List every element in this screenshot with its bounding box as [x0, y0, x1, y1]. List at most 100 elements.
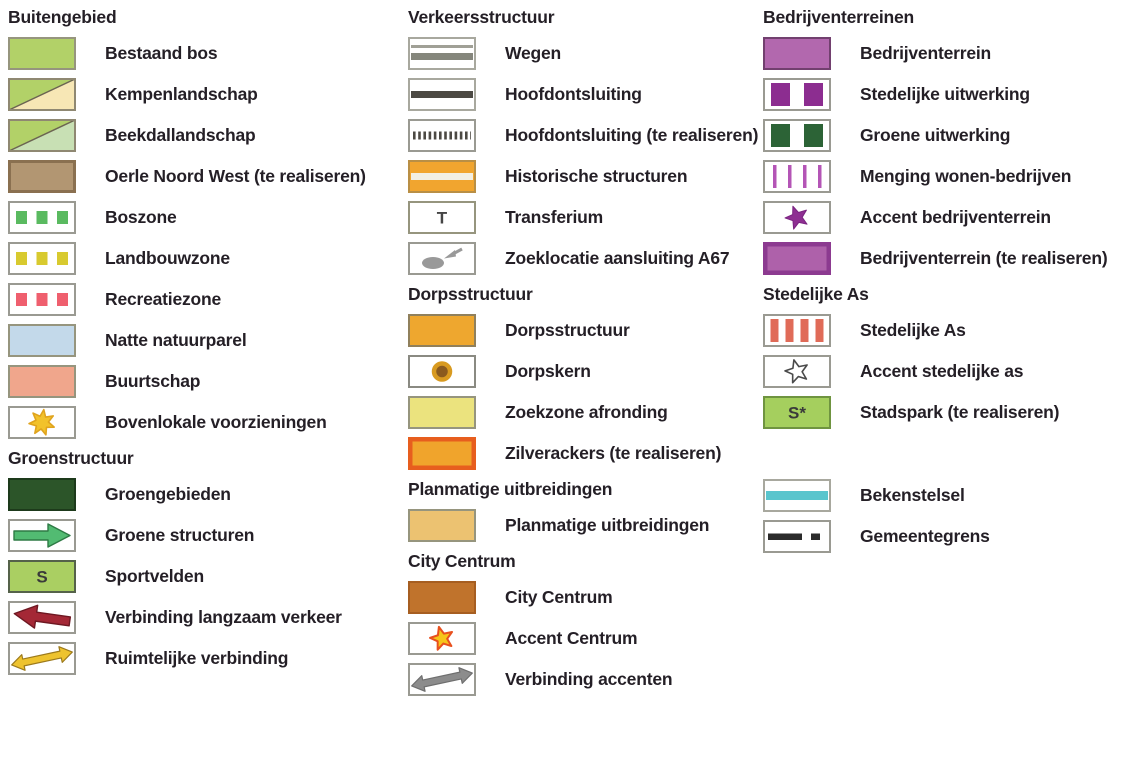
legend-item: Verbinding accenten: [408, 663, 760, 696]
legend-item-label: Buurtschap: [105, 371, 201, 391]
legend-item: Wegen: [408, 37, 760, 70]
legend-item: Historische structuren: [408, 160, 760, 193]
bedrijventerrein-te-realiseren-swatch: [763, 242, 831, 275]
legend-item-label: Zoekzone afronding: [505, 402, 668, 422]
zoeklocatie-a67-swatch: [408, 242, 476, 275]
legend-item: Accent Centrum: [408, 622, 760, 655]
legend-item: Beekdallandschap: [8, 119, 400, 152]
legend-item-label: Zilverackers (te realiseren): [505, 443, 722, 463]
transferium-swatch: T: [408, 201, 476, 234]
legend-item: Bedrijventerrein: [763, 37, 1128, 70]
gemeentegrens-swatch: [763, 520, 831, 553]
section-header: Groenstructuur: [8, 448, 134, 468]
legend-item: Bekenstelsel: [763, 479, 1128, 512]
natte-natuurparel-swatch: [8, 324, 76, 357]
legend-item: Bovenlokale voorzieningen: [8, 406, 400, 439]
legend-item: T Transferium: [408, 201, 760, 234]
dorpskern-swatch: [408, 355, 476, 388]
section-header: Buitengebied: [8, 7, 117, 27]
beekdallandschap-swatch: [8, 119, 76, 152]
legend-item-label: Hoofdontsluiting (te realiseren): [505, 125, 759, 145]
accent-stedelijke-as-star-swatch: [763, 355, 831, 388]
legend-item-label: Hoofdontsluiting: [505, 84, 642, 104]
legend-item: Hoofdontsluiting (te realiseren): [408, 119, 760, 152]
legend-item: Zoekzone afronding: [408, 396, 760, 429]
section-header: Planmatige uitbreidingen: [408, 479, 613, 499]
legend-item-label: Kempenlandschap: [105, 84, 258, 104]
legend-item: Hoofdontsluiting: [408, 78, 760, 111]
planmatige-uitbreidingen-swatch: [408, 509, 476, 542]
legend-item-label: Verbinding accenten: [505, 669, 673, 689]
legend-item-label: Zoeklocatie aansluiting A67: [505, 248, 730, 268]
legend-item-label: Bedrijventerrein: [860, 43, 992, 63]
bedrijventerrein-swatch: [763, 37, 831, 70]
legend-item: Natte natuurparel: [8, 324, 400, 357]
legend-item-label: Accent bedrijventerrein: [860, 207, 1051, 227]
legend-item-label: Recreatiezone: [105, 289, 222, 309]
section-header: Verkeersstructuur: [408, 7, 555, 27]
bovenlokale-voorzieningen-star-swatch: [8, 406, 76, 439]
buurtschap-swatch: [8, 365, 76, 398]
legend-item: Kempenlandschap: [8, 78, 400, 111]
zilverackers-swatch: [408, 437, 476, 470]
groene-structuren-arrow-swatch: [8, 519, 76, 552]
legend-item: Menging wonen-bedrijven: [763, 160, 1128, 193]
svg-text:T: T: [437, 209, 448, 228]
legend-item: Verbinding langzaam verkeer: [8, 601, 400, 634]
legend-item-label: Gemeentegrens: [860, 526, 990, 546]
legend-item-label: Transferium: [505, 207, 603, 227]
legend-item-label: Groene uitwerking: [860, 125, 1011, 145]
svg-text:S: S: [36, 568, 47, 587]
legend-item-label: Wegen: [505, 43, 562, 63]
legend-item: Gemeentegrens: [763, 520, 1128, 553]
section-header: Stedelijke As: [763, 284, 869, 304]
legend-item: Oerle Noord West (te realiseren): [8, 160, 400, 193]
legend-item-label: Accent stedelijke as: [860, 361, 1024, 381]
menging-wonen-bedrijven-swatch: [763, 160, 831, 193]
legend-item: S*Stadspark (te realiseren): [763, 396, 1128, 429]
boszone-swatch: [8, 201, 76, 234]
groengebieden-swatch: [8, 478, 76, 511]
legend-item: Zoeklocatie aansluiting A67: [408, 242, 760, 275]
legend-item-label: Planmatige uitbreidingen: [505, 515, 710, 535]
legend-item: Groengebieden: [8, 478, 400, 511]
verbinding-accenten-arrow-swatch: [408, 663, 476, 696]
legend-item: Dorpskern: [408, 355, 760, 388]
legend-item-label: Sportvelden: [105, 566, 204, 586]
groene-uitwerking-swatch: [763, 119, 831, 152]
bekenstelsel-swatch: [763, 479, 831, 512]
city-centrum-swatch: [408, 581, 476, 614]
legend-item: S Sportvelden: [8, 560, 400, 593]
legend-item: Zilverackers (te realiseren): [408, 437, 760, 470]
legend-item-label: City Centrum: [505, 587, 613, 607]
legend-item: Landbouwzone: [8, 242, 400, 275]
hoofdontsluiting-te-realiseren-swatch: [408, 119, 476, 152]
legend-item: Boszone: [8, 201, 400, 234]
legend-item-label: Natte natuurparel: [105, 330, 247, 350]
legend-item: Planmatige uitbreidingen: [408, 509, 760, 542]
section-header: City Centrum: [408, 551, 516, 571]
historische-structuren-swatch: [408, 160, 476, 193]
stadspark-swatch: S*: [763, 396, 831, 429]
legend-item-label: Landbouwzone: [105, 248, 230, 268]
legend-item-label: Bedrijventerrein (te realiseren): [860, 248, 1108, 268]
recreatiezone-swatch: [8, 283, 76, 316]
verbinding-langzaam-verkeer-arrow-swatch: [8, 601, 76, 634]
bestaand-bos-swatch: [8, 37, 76, 70]
legend-item-label: Stedelijke uitwerking: [860, 84, 1030, 104]
legend-item-label: Historische structuren: [505, 166, 688, 186]
section-header: Bedrijventerreinen: [763, 7, 915, 27]
legend-item: Accent bedrijventerrein: [763, 201, 1128, 234]
dorpsstructuur-swatch: [408, 314, 476, 347]
sportvelden-swatch: S: [8, 560, 76, 593]
legend-item-label: Verbinding langzaam verkeer: [105, 607, 342, 627]
accent-bedrijventerrein-star-swatch: [763, 201, 831, 234]
zoekzone-afronding-swatch: [408, 396, 476, 429]
legend-item: Groene structuren: [8, 519, 400, 552]
